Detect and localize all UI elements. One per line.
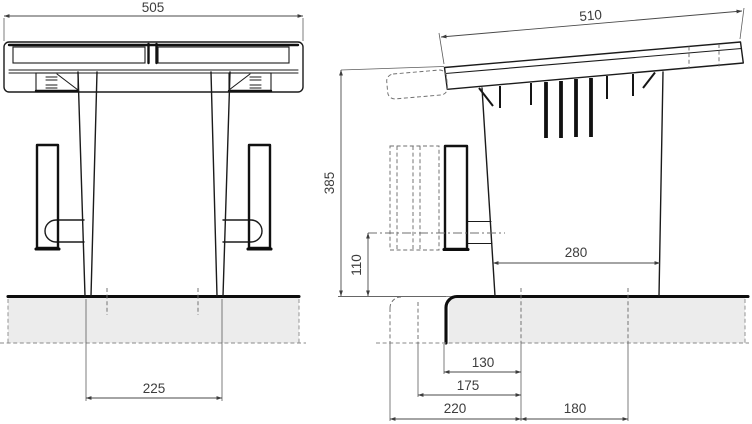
dim-label-225: 225 [143,381,166,396]
front-duct [78,72,230,296]
dim-overall-height: 385 [322,67,446,297]
fastener-hatch-icon [46,77,57,88]
dim-mid-offset: 175 [418,378,521,395]
dim-label-505: 505 [142,0,165,15]
front-gusset-left [36,73,78,91]
front-roof-section [0,288,306,343]
side-fins [479,73,655,139]
dim-left-span: 220 [390,401,521,419]
dim-label-130: 130 [472,355,495,370]
front-view: 505 225 [0,0,306,401]
front-bracket-left [36,145,84,249]
phantom-cap-end [386,69,448,99]
front-gusset-right [229,73,271,91]
side-roof-section [338,297,749,344]
front-bracket-right [223,145,271,249]
dim-bracket-height: 110 [349,233,368,296]
dim-body-depth: 280 [493,245,660,263]
side-bracket [368,146,505,250]
side-view: 510 385 110 280 [322,7,749,421]
dim-label-220: 220 [444,401,467,416]
dim-label-175: 175 [457,378,480,393]
fastener-hatch-icon [250,77,261,88]
dim-overall-width: 505 [4,0,303,41]
dim-label-110: 110 [349,254,364,276]
side-cap [386,42,743,99]
side-body [482,72,663,296]
dim-label-280: 280 [565,245,588,260]
dim-label-385: 385 [322,172,337,195]
dim-label-180: 180 [564,401,587,416]
dim-flashing-offset: 130 [444,355,521,372]
hidden-bracket-position [390,146,439,250]
dim-label-510: 510 [579,7,603,24]
hidden-flashing-corner [390,297,401,308]
dim-right-span: 180 [521,401,628,419]
